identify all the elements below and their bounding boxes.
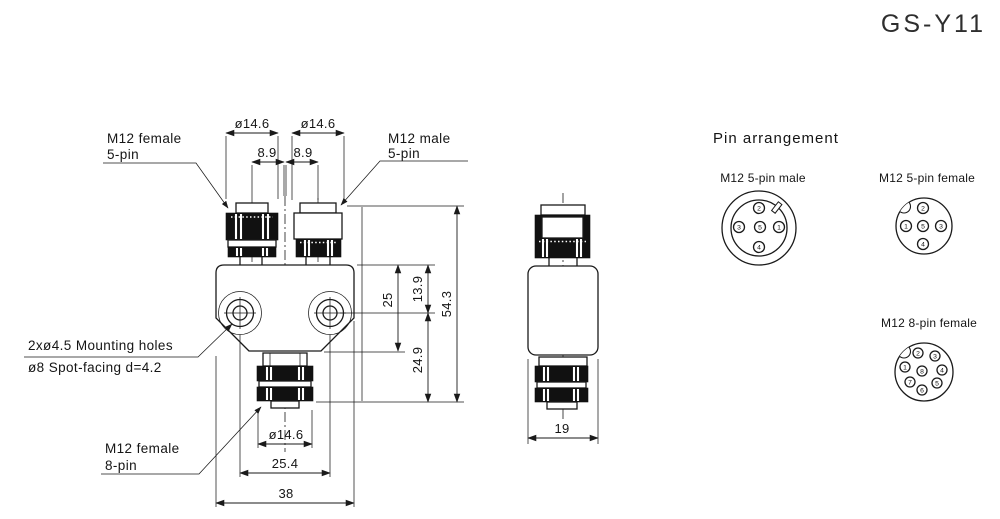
pin-female8-5: 5 <box>931 377 943 389</box>
front-connector-female5 <box>225 202 279 265</box>
pin-diagram-male5: M12 5-pin male 2 3 5 1 4 <box>720 171 806 266</box>
dim-dia-top-right: ø14.6 <box>291 116 345 137</box>
label-mounting-holes: 2xø4.5 Mounting holes ø8 Spot-facing d=4… <box>24 323 233 375</box>
svg-text:1: 1 <box>903 364 907 371</box>
svg-text:3: 3 <box>939 223 943 230</box>
pin-diagram-male5-label: M12 5-pin male <box>720 171 806 185</box>
dim-text-top-to-hole: 13.9 <box>410 276 425 303</box>
pin-female5-2: 2 <box>916 201 930 215</box>
svg-text:3: 3 <box>933 353 937 360</box>
pin-diagram-female5-label: M12 5-pin female <box>879 171 975 185</box>
side-connector-top <box>534 204 591 266</box>
front-body <box>215 264 355 352</box>
dim-body-height: 25 <box>380 264 402 352</box>
dim-side-width: 19 <box>527 421 599 442</box>
svg-text:8: 8 <box>920 368 924 375</box>
dim-top-to-hole: 13.9 <box>410 264 432 314</box>
dim-text-dia-top-left: ø14.6 <box>235 116 270 131</box>
pin-female8-3: 3 <box>929 350 941 362</box>
pin-male5-4: 4 <box>752 240 766 254</box>
dim-dia-bottom: ø14.6 <box>257 427 313 448</box>
pin-male5-3: 3 <box>732 220 746 234</box>
pin-male5-5: 5 <box>753 220 767 234</box>
label-male5-line2: 5-pin <box>388 146 420 161</box>
pin-diagram-female8: M12 8-pin female 2 3 1 8 4 <box>881 316 977 402</box>
dim-hole-to-bottom: 24.9 <box>410 312 432 403</box>
drawing-title: GS-Y11 <box>881 10 986 38</box>
pin-female8-8: 8 <box>916 365 928 377</box>
dim-offset-left: 8.9 <box>251 145 285 166</box>
dimensions: ø14.6 ø14.6 8.9 8.9 25 13.9 24.9 54.3 <box>215 116 599 507</box>
pin-female5-3: 3 <box>934 219 948 233</box>
label-mounting-line2: ø8 Spot-facing d=4.2 <box>28 360 162 375</box>
svg-text:5: 5 <box>921 223 925 230</box>
side-body <box>527 265 599 356</box>
key-notch <box>770 201 783 214</box>
front-connector-female8 <box>256 352 314 409</box>
dim-text-offset-left: 8.9 <box>258 145 277 160</box>
pin-female8-1: 1 <box>899 361 911 373</box>
svg-text:6: 6 <box>920 387 924 394</box>
svg-text:4: 4 <box>940 367 944 374</box>
label-male5: M12 male 5-pin <box>340 131 468 206</box>
dim-text-dia-top-right: ø14.6 <box>301 116 336 131</box>
label-female8-line2: 8-pin <box>105 458 137 473</box>
svg-text:2: 2 <box>921 205 925 212</box>
dim-text-hole-spacing: 25.4 <box>272 456 299 471</box>
pin-diagram-female8-label: M12 8-pin female <box>881 316 977 330</box>
svg-text:1: 1 <box>904 223 908 230</box>
svg-text:2: 2 <box>757 205 761 212</box>
label-female8: M12 female 8-pin <box>101 406 262 475</box>
dim-text-offset-right: 8.9 <box>294 145 313 160</box>
dim-text-overall-height: 54.3 <box>439 291 454 318</box>
pin-diagram-female5: M12 5-pin female 2 1 5 3 4 <box>879 171 975 255</box>
pin-female5-5: 5 <box>916 219 930 233</box>
pin-female5-4: 4 <box>916 237 930 251</box>
label-female8-line1: M12 female <box>105 441 180 456</box>
label-mounting-line1: 2xø4.5 Mounting holes <box>28 338 173 353</box>
side-connector-bottom <box>534 356 589 410</box>
front-view <box>215 196 355 452</box>
svg-text:7: 7 <box>908 379 912 386</box>
svg-text:1: 1 <box>777 224 781 231</box>
dim-body-width: 38 <box>215 486 355 507</box>
dim-dia-top-left: ø14.6 <box>225 116 279 137</box>
svg-text:5: 5 <box>758 224 762 231</box>
label-male5-line1: M12 male <box>388 131 450 146</box>
svg-text:4: 4 <box>921 241 925 248</box>
pin-arrangement: Pin arrangement M12 5-pin male 2 3 5 1 <box>713 130 977 402</box>
dim-text-body-width: 38 <box>278 486 293 501</box>
dim-text-side-width: 19 <box>554 421 569 436</box>
pin-arrangement-heading: Pin arrangement <box>713 130 839 147</box>
pin-female8-6: 6 <box>916 384 928 396</box>
dim-text-hole-to-bottom: 24.9 <box>410 347 425 374</box>
svg-text:5: 5 <box>935 380 939 387</box>
pin-male5-2: 2 <box>752 201 766 215</box>
dim-offset-right: 8.9 <box>285 145 319 166</box>
pin-female8-4: 4 <box>936 364 948 376</box>
pin-female8-2: 2 <box>912 347 924 359</box>
dim-text-dia-bottom: ø14.6 <box>269 427 304 442</box>
svg-text:2: 2 <box>916 350 920 357</box>
dim-text-body-height: 25 <box>380 292 395 307</box>
dim-hole-spacing: 25.4 <box>239 456 331 477</box>
svg-text:3: 3 <box>737 224 741 231</box>
label-female5: M12 female 5-pin <box>103 131 229 209</box>
pin-female5-1: 1 <box>899 219 913 233</box>
label-female5-line2: 5-pin <box>107 147 139 162</box>
svg-text:4: 4 <box>757 244 761 251</box>
label-female5-line1: M12 female <box>107 131 182 146</box>
pin-female8-7: 7 <box>904 376 916 388</box>
mounting-hole-left <box>218 291 262 335</box>
side-view <box>527 193 599 420</box>
front-connector-male5 <box>293 202 343 265</box>
pin-male5-1: 1 <box>772 220 786 234</box>
callout-labels: M12 female 5-pin M12 male 5-pin 2xø4.5 M… <box>24 131 468 475</box>
dim-overall-height: 54.3 <box>439 205 461 403</box>
